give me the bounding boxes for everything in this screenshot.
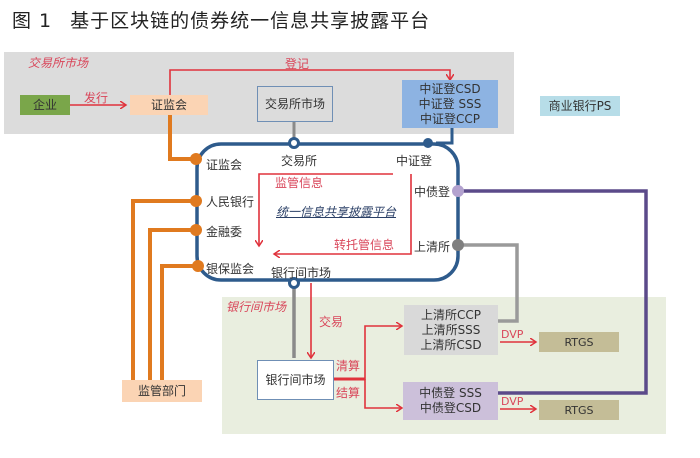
issue-label: 发行 — [84, 91, 109, 105]
port-cbirc-icon — [192, 260, 204, 272]
shch-line-1: 上清所CCP — [421, 307, 481, 322]
settlement-arrow — [364, 379, 402, 408]
regulator-line-pboc — [131, 199, 196, 383]
rtgs-node-2: RTGS — [539, 400, 619, 420]
interbank-market-label: 银行间市场 — [265, 372, 326, 387]
interbank-region-label: 银行间市场 — [226, 300, 287, 314]
rtgs-node-1: RTGS — [539, 332, 619, 352]
ccdc-node: 中债登 SSS 中债登CSD — [403, 382, 498, 420]
ccdc-line-1: 中债登 SSS — [419, 386, 482, 400]
enterprise-label: 企业 — [32, 97, 57, 112]
regulator-lines — [131, 115, 196, 383]
csdc-line-2: 中证登 SSS — [418, 96, 482, 111]
port-csdc-icon — [423, 138, 433, 148]
shch-line-2: 上清所SSS — [421, 322, 481, 337]
shch-line-3: 上清所CSD — [420, 337, 482, 352]
shch-node: 上清所CCP 上清所SSS 上清所CSD — [404, 305, 498, 355]
platform-port-ccdc: 中债登 — [414, 185, 451, 199]
trade-label: 交易 — [319, 315, 344, 329]
port-csrc-icon — [190, 153, 202, 165]
register-label: 登记 — [285, 57, 310, 71]
regulator-node: 监管部门 — [122, 380, 202, 402]
exchange-region-label: 交易所市场 — [28, 56, 89, 70]
regulator-label: 监管部门 — [137, 383, 186, 398]
port-interbank-icon — [288, 277, 300, 289]
platform-port-csdc: 中证登 — [396, 154, 433, 168]
register-arrow — [169, 69, 450, 95]
platform-port-interbank: 银行间市场 — [271, 266, 332, 280]
rtgs-label-1: RTGS — [564, 335, 594, 349]
port-shch-icon — [452, 239, 464, 251]
csdc-line-3: 中证登CCP — [420, 111, 480, 126]
exchange-market-node: 交易所市场 — [257, 86, 333, 122]
figure-title-text: 基于区块链的债券统一信息共享披露平台 — [70, 10, 431, 32]
supervision-info-label: 监管信息 — [275, 176, 324, 190]
custody-transfer-label: 转托管信息 — [334, 238, 395, 252]
ccdc-connection-line — [458, 189, 648, 395]
figure-title: 图 1 基于区块链的债券统一信息共享披露平台 — [12, 6, 430, 33]
interbank-market-node: 银行间市场 — [257, 360, 334, 400]
platform-port-csrc: 证监会 — [206, 158, 243, 172]
platform-port-exchange: 交易所 — [281, 154, 318, 168]
port-exchange-icon — [288, 137, 300, 149]
platform-port-cbirc: 银保监会 — [206, 262, 255, 276]
port-ccdc-icon — [452, 185, 464, 197]
dvp-label-1: DVP — [501, 328, 524, 341]
commercial-bank-label: 商业银行PS — [548, 98, 612, 113]
platform-port-pboc: 人民银行 — [206, 195, 255, 209]
port-pboc-icon — [190, 195, 202, 207]
platform-port-shch: 上清所 — [414, 240, 451, 254]
shch-connection-line — [458, 243, 519, 323]
csdc-node: 中证登CSD 中证登 SSS 中证登CCP — [402, 80, 498, 128]
clearing-label: 清算 — [336, 359, 361, 373]
platform-title: 统一信息共享披露平台 — [276, 205, 397, 219]
regulator-line-fsdc — [148, 228, 196, 383]
port-fsdc-icon — [190, 224, 202, 236]
enterprise-node: 企业 — [20, 95, 70, 115]
ccdc-line-2: 中债登CSD — [419, 401, 482, 415]
csdc-line-1: 中证登CSD — [419, 81, 481, 96]
regulator-line-cbirc — [160, 264, 196, 383]
exchange-market-label: 交易所市场 — [264, 96, 325, 111]
figure-number: 图 1 — [12, 10, 53, 32]
custody-transfer-arrow — [274, 174, 412, 254]
supervision-info-arrow — [259, 173, 393, 246]
dvp-label-2: DVP — [501, 395, 524, 408]
regulator-line-csrc — [168, 115, 196, 161]
csdc-stem-line — [436, 126, 454, 145]
settlement-label: 结算 — [336, 386, 361, 400]
platform-port-fsdc: 金融委 — [206, 225, 243, 239]
csrc-label: 证监会 — [150, 97, 187, 112]
commercial-bank-node: 商业银行PS — [540, 96, 620, 116]
csrc-node: 证监会 — [130, 95, 208, 115]
rtgs-label-2: RTGS — [564, 403, 594, 417]
